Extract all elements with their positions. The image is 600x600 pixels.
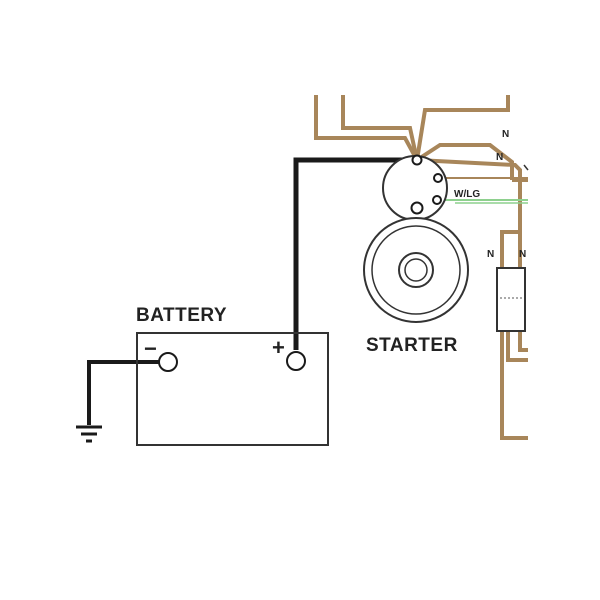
starter-motor-inner-ring — [371, 225, 461, 315]
wire-fragment — [523, 164, 529, 171]
brown-wire-h — [506, 330, 528, 362]
solenoid-terminal-top — [411, 154, 423, 166]
wire-label-n1: N — [502, 129, 509, 140]
wire-label-w-lg: W/LG — [454, 189, 480, 200]
starter-pinion-outer — [398, 252, 434, 288]
brown-wire-i — [518, 330, 528, 352]
brown-wires — [314, 95, 528, 440]
brown-wire-b — [341, 95, 419, 161]
fuse-body — [496, 267, 526, 332]
positive-cable — [293, 157, 417, 350]
battery-negative-sign: − — [144, 336, 157, 361]
brown-wire-d — [415, 143, 514, 180]
battery-positive-terminal — [286, 351, 306, 371]
wire-label-n4: N — [519, 249, 526, 260]
solenoid-terminal-right-upper — [433, 173, 443, 183]
starter-pinion-inner — [404, 258, 428, 282]
solenoid-terminal-bottom — [410, 201, 424, 215]
brown-wire-a — [314, 95, 419, 161]
battery-body — [136, 332, 329, 446]
battery-positive-sign: + — [272, 335, 285, 360]
battery-negative-terminal — [158, 352, 178, 372]
battery-label: BATTERY — [136, 305, 227, 326]
wire-label-n3: N — [487, 249, 494, 260]
wire-label-n2: N — [496, 152, 503, 163]
solenoid-terminal-right-lower — [432, 195, 442, 205]
ground-icon — [76, 425, 102, 443]
brown-wire-c — [415, 95, 510, 161]
starter-label: STARTER — [366, 335, 458, 356]
ground-cable — [87, 360, 168, 425]
